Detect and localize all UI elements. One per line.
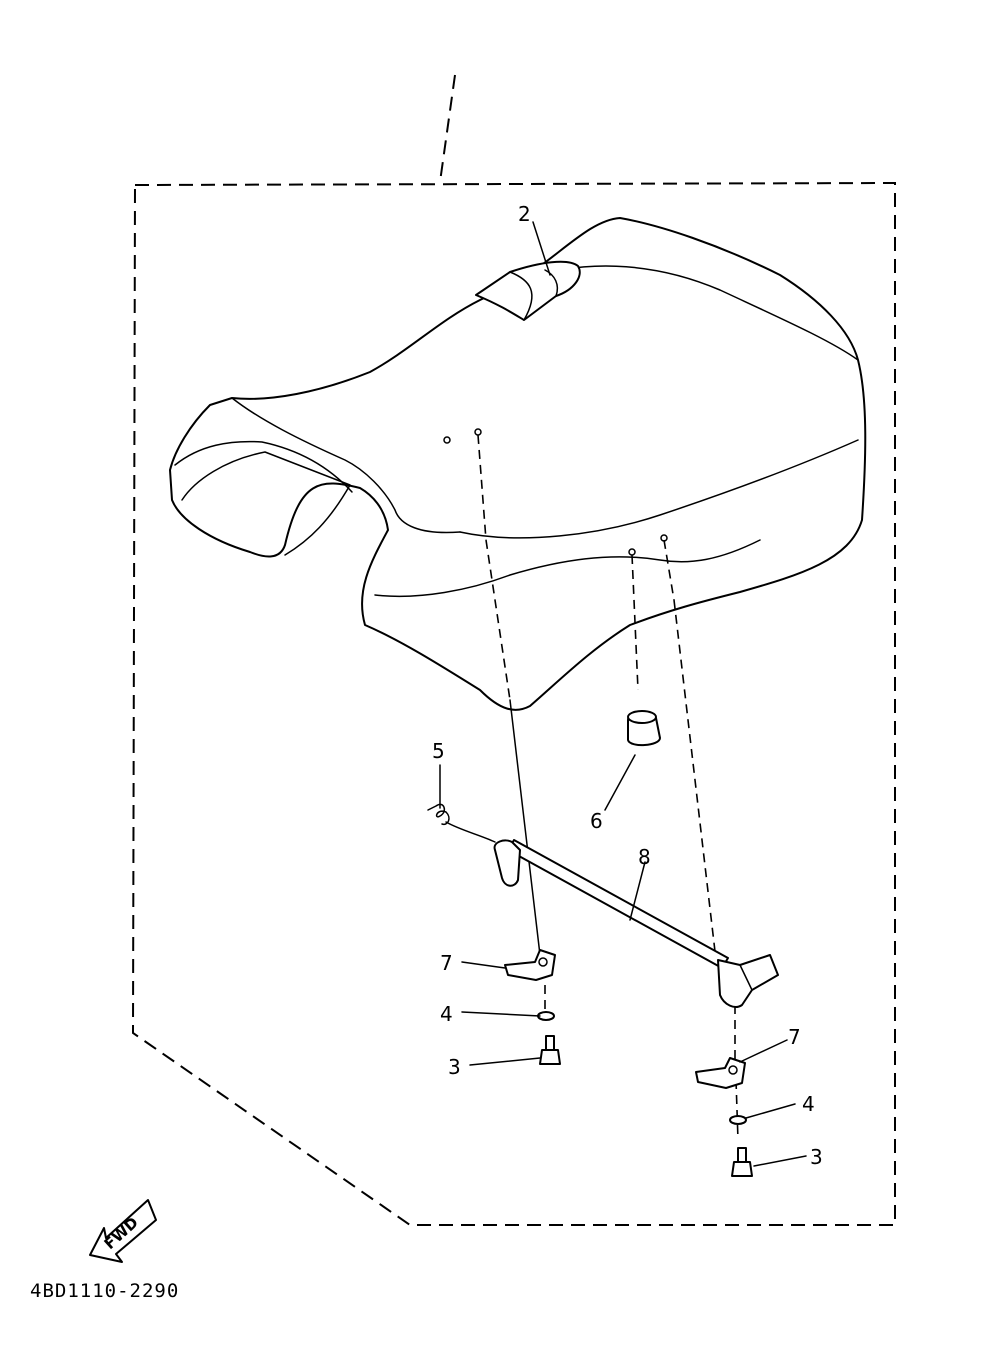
callout-7-right: 7 — [788, 1025, 801, 1049]
callout-3-left: 3 — [448, 1055, 461, 1079]
callout-labels: 2 5 6 8 7 4 3 7 4 3 — [432, 202, 823, 1169]
assembly-boundary — [131, 74, 896, 1226]
callout-8: 8 — [638, 845, 651, 869]
callout-4-left: 4 — [440, 1002, 453, 1026]
bolt-right — [731, 1147, 753, 1177]
bracket-right — [695, 1057, 746, 1089]
callout-4-right: 4 — [802, 1092, 815, 1116]
callout-2: 2 — [518, 202, 531, 226]
guide-lines — [509, 699, 541, 956]
seat-strap — [475, 260, 581, 321]
callout-6: 6 — [590, 809, 603, 833]
leader-lines — [439, 221, 807, 1167]
washer-right — [729, 1115, 747, 1125]
seat — [169, 217, 867, 711]
fwd-arrow: FWD — [89, 1199, 157, 1263]
damper-cushion — [627, 710, 661, 746]
figure-code: 4BD1110-2290 — [30, 1280, 179, 1302]
alignment-guides — [477, 434, 739, 1141]
bracket-left — [504, 949, 556, 981]
callout-7-left: 7 — [440, 951, 453, 975]
spring — [427, 803, 496, 843]
bolt-left — [539, 1035, 561, 1065]
hinge-rod — [493, 839, 779, 1008]
callout-5: 5 — [432, 739, 445, 763]
callout-3-right: 3 — [810, 1145, 823, 1169]
